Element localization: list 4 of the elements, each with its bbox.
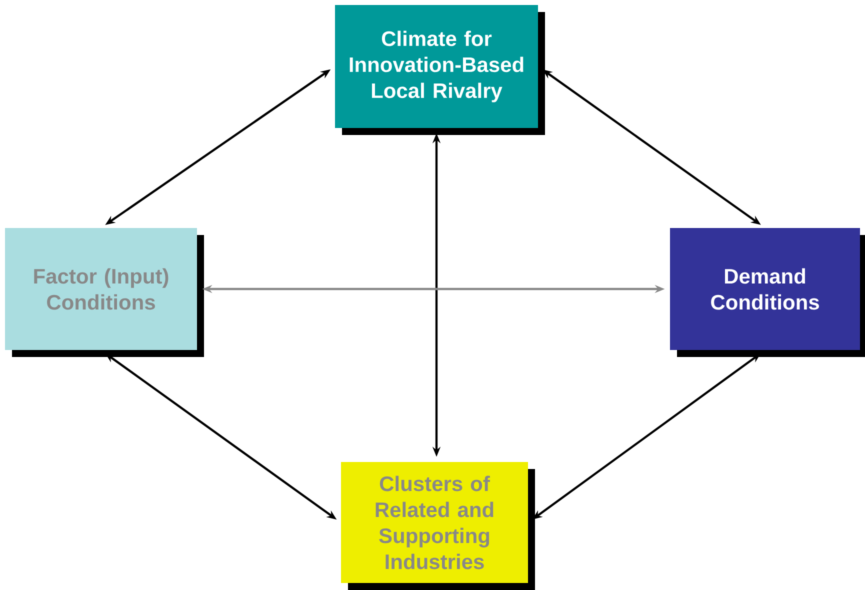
condition-box: Climate for Innovation-Based Local Rivalry (335, 5, 545, 135)
condition-box: Factor (Input) Conditions (5, 228, 204, 357)
condition-box: Demand Conditions (670, 228, 865, 357)
condition-box: Clusters of Related and Supporting Industries (341, 462, 535, 590)
